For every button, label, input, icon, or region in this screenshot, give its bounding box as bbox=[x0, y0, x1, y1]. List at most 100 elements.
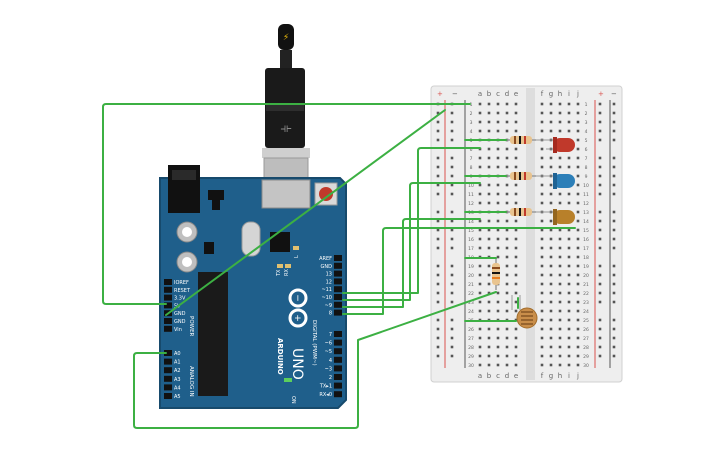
rail-hole[interactable] bbox=[436, 228, 440, 232]
breadboard-hole[interactable] bbox=[496, 102, 500, 106]
breadboard-hole[interactable] bbox=[549, 291, 553, 295]
rail-hole[interactable] bbox=[436, 111, 440, 115]
breadboard-hole[interactable] bbox=[478, 219, 482, 223]
rail-hole[interactable] bbox=[436, 354, 440, 358]
breadboard-hole[interactable] bbox=[576, 228, 580, 232]
breadboard-hole[interactable] bbox=[514, 246, 518, 250]
rail-hole[interactable] bbox=[612, 228, 616, 232]
breadboard-hole[interactable] bbox=[549, 327, 553, 331]
pin-socket[interactable] bbox=[164, 384, 172, 391]
breadboard-hole[interactable] bbox=[487, 273, 491, 277]
breadboard-hole[interactable] bbox=[540, 120, 544, 124]
breadboard-hole[interactable] bbox=[505, 165, 509, 169]
breadboard-hole[interactable] bbox=[496, 183, 500, 187]
breadboard-hole[interactable] bbox=[487, 111, 491, 115]
rail-hole[interactable] bbox=[450, 111, 454, 115]
breadboard-hole[interactable] bbox=[478, 156, 482, 160]
breadboard-hole[interactable] bbox=[514, 111, 518, 115]
breadboard-hole[interactable] bbox=[567, 192, 571, 196]
breadboard-hole[interactable] bbox=[549, 318, 553, 322]
breadboard-hole[interactable] bbox=[576, 147, 580, 151]
rail-hole[interactable] bbox=[598, 156, 602, 160]
pin-socket[interactable] bbox=[334, 331, 342, 337]
pin-socket[interactable] bbox=[334, 348, 342, 355]
breadboard-hole[interactable] bbox=[549, 228, 553, 232]
rail-hole[interactable] bbox=[450, 282, 454, 286]
breadboard-hole[interactable] bbox=[549, 273, 553, 277]
rail-hole[interactable] bbox=[612, 318, 616, 322]
rail-hole[interactable] bbox=[612, 300, 616, 304]
breadboard-hole[interactable] bbox=[558, 300, 562, 304]
breadboard-hole[interactable] bbox=[576, 174, 580, 178]
breadboard-hole[interactable] bbox=[540, 129, 544, 133]
breadboard-hole[interactable] bbox=[540, 228, 544, 232]
breadboard-hole[interactable] bbox=[505, 147, 509, 151]
breadboard-hole[interactable] bbox=[487, 300, 491, 304]
breadboard-hole[interactable] bbox=[496, 336, 500, 340]
rail-hole[interactable] bbox=[598, 237, 602, 241]
rail-hole[interactable] bbox=[612, 291, 616, 295]
breadboard-hole[interactable] bbox=[478, 111, 482, 115]
breadboard-hole[interactable] bbox=[558, 192, 562, 196]
rail-hole[interactable] bbox=[436, 246, 440, 250]
rail-hole[interactable] bbox=[450, 345, 454, 349]
breadboard-hole[interactable] bbox=[558, 336, 562, 340]
pin-socket[interactable] bbox=[334, 382, 342, 389]
rail-hole[interactable] bbox=[612, 237, 616, 241]
rail-hole[interactable] bbox=[612, 219, 616, 223]
pin-socket[interactable] bbox=[334, 356, 342, 363]
breadboard-hole[interactable] bbox=[558, 309, 562, 313]
rail-hole[interactable] bbox=[450, 273, 454, 277]
breadboard-hole[interactable] bbox=[478, 237, 482, 241]
breadboard-hole[interactable] bbox=[514, 165, 518, 169]
pin-socket[interactable] bbox=[334, 374, 342, 380]
breadboard-hole[interactable] bbox=[505, 282, 509, 286]
breadboard-hole[interactable] bbox=[514, 201, 518, 205]
breadboard-hole[interactable] bbox=[576, 264, 580, 268]
breadboard-hole[interactable] bbox=[558, 228, 562, 232]
breadboard-hole[interactable] bbox=[540, 273, 544, 277]
breadboard-hole[interactable] bbox=[549, 246, 553, 250]
rail-hole[interactable] bbox=[612, 120, 616, 124]
breadboard-hole[interactable] bbox=[505, 246, 509, 250]
breadboard-hole[interactable] bbox=[514, 354, 518, 358]
breadboard-hole[interactable] bbox=[576, 246, 580, 250]
breadboard-hole[interactable] bbox=[549, 264, 553, 268]
breadboard-hole[interactable] bbox=[496, 192, 500, 196]
breadboard-hole[interactable] bbox=[567, 102, 571, 106]
breadboard-hole[interactable] bbox=[567, 165, 571, 169]
breadboard-hole[interactable] bbox=[505, 183, 509, 187]
breadboard-hole[interactable] bbox=[576, 165, 580, 169]
rail-hole[interactable] bbox=[598, 273, 602, 277]
breadboard-hole[interactable] bbox=[478, 228, 482, 232]
breadboard-hole[interactable] bbox=[540, 354, 544, 358]
rail-hole[interactable] bbox=[436, 165, 440, 169]
breadboard-hole[interactable] bbox=[540, 336, 544, 340]
rail-hole[interactable] bbox=[450, 120, 454, 124]
breadboard-hole[interactable] bbox=[549, 237, 553, 241]
breadboard-hole[interactable] bbox=[576, 255, 580, 259]
rail-hole[interactable] bbox=[612, 192, 616, 196]
rail-hole[interactable] bbox=[436, 264, 440, 268]
pin-socket[interactable] bbox=[164, 279, 172, 285]
rail-hole[interactable] bbox=[450, 291, 454, 295]
breadboard-hole[interactable] bbox=[478, 345, 482, 349]
rail-hole[interactable] bbox=[598, 318, 602, 322]
breadboard-hole[interactable] bbox=[496, 219, 500, 223]
breadboard-hole[interactable] bbox=[496, 327, 500, 331]
rail-hole[interactable] bbox=[436, 318, 440, 322]
rail-hole[interactable] bbox=[612, 111, 616, 115]
rail-hole[interactable] bbox=[612, 273, 616, 277]
breadboard-hole[interactable] bbox=[487, 363, 491, 367]
breadboard-hole[interactable] bbox=[576, 354, 580, 358]
rail-hole[interactable] bbox=[450, 192, 454, 196]
breadboard-hole[interactable] bbox=[496, 237, 500, 241]
breadboard-hole[interactable] bbox=[576, 327, 580, 331]
breadboard-hole[interactable] bbox=[558, 318, 562, 322]
breadboard-hole[interactable] bbox=[540, 246, 544, 250]
breadboard-hole[interactable] bbox=[487, 264, 491, 268]
breadboard-hole[interactable] bbox=[567, 246, 571, 250]
pin-socket[interactable] bbox=[164, 325, 172, 332]
breadboard-hole[interactable] bbox=[558, 354, 562, 358]
breadboard-hole[interactable] bbox=[558, 345, 562, 349]
